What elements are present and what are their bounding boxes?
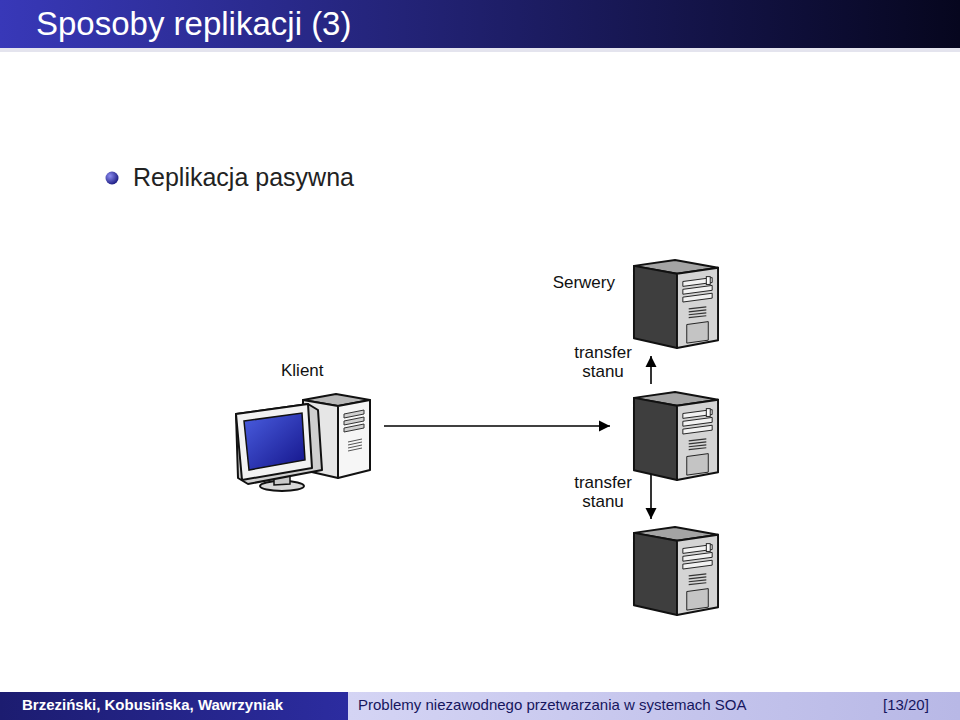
page-number-holder: [13/20] <box>883 696 929 714</box>
server-picture <box>632 525 720 617</box>
title-bar <box>0 0 960 48</box>
title-shadow <box>0 48 960 52</box>
node-text-holder: Serwery <box>553 273 615 293</box>
edge-label-holder: transfer stanu <box>563 474 643 511</box>
edge-label: transfer stanu <box>563 474 643 511</box>
servers-label: Serwery <box>553 273 615 293</box>
client-computer-picture <box>232 392 374 494</box>
client-label: Klient <box>281 361 324 381</box>
server-tower: Serwery <box>632 258 720 350</box>
footer-talk-title-holder: Problemy niezawodnego przetwarzania w sy… <box>358 696 747 714</box>
footer-authors: Brzeziński, Kobusińska, Wawrzyniak <box>22 696 283 714</box>
slide-title: Sposoby replikacji (3) <box>36 4 351 44</box>
server-tower <box>632 390 720 482</box>
footer-authors-holder: Brzeziński, Kobusińska, Wawrzyniak <box>22 696 283 714</box>
bullet-ball <box>106 172 119 185</box>
server-tower <box>632 525 720 617</box>
bullet-text-holder: Replikacja pasywna <box>133 162 354 192</box>
client-computer: Klient <box>232 358 374 494</box>
page-number: [13/20] <box>883 696 929 714</box>
footer-talk-title: Problemy niezawodnego przetwarzania w sy… <box>358 696 747 714</box>
bullet-text: Replikacja pasywna <box>133 162 354 192</box>
edge-label-holder: transfer stanu <box>563 344 643 381</box>
server-picture <box>632 258 720 350</box>
node-text-holder: Klient <box>281 361 324 381</box>
arrow-connector <box>384 425 610 427</box>
slide-title-holder: Sposoby replikacji (3) <box>36 4 351 44</box>
arrow-connector <box>650 474 652 519</box>
arrow-connector <box>650 356 652 384</box>
server-picture <box>632 390 720 482</box>
footer-right-bar <box>348 692 960 720</box>
edge-label: transfer stanu <box>563 344 643 381</box>
footer-left-bar <box>0 692 348 720</box>
